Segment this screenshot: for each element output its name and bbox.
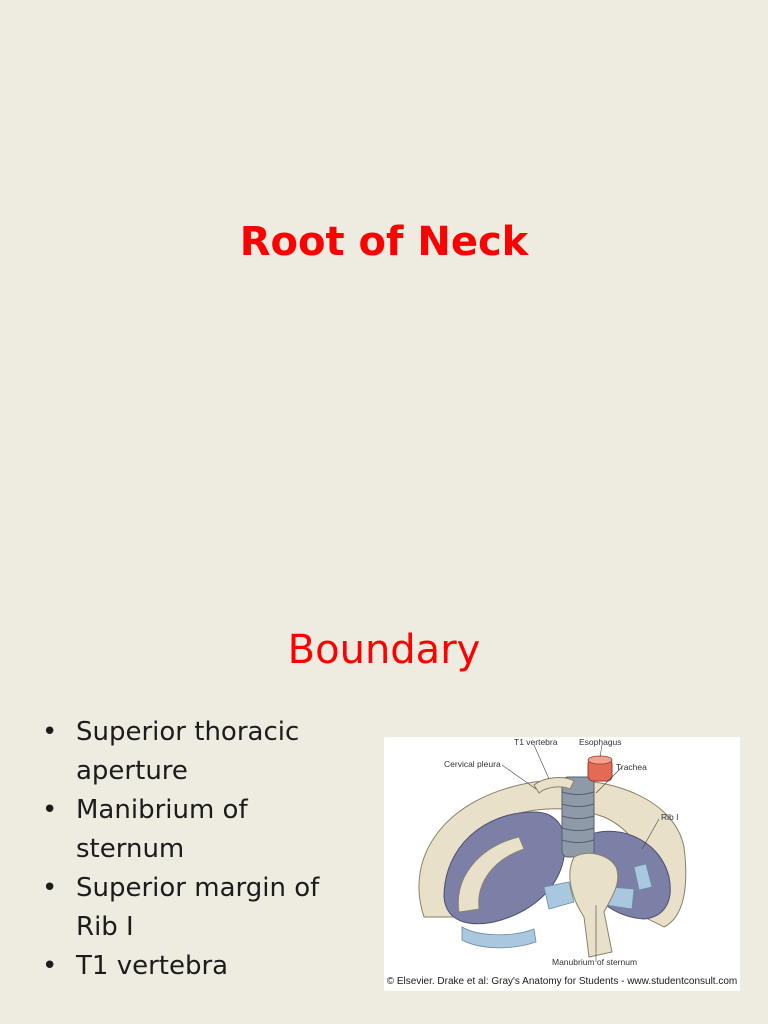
list-item: T1 vertebra xyxy=(42,947,362,986)
boundary-list: Superior thoracic aperture Manibrium of … xyxy=(42,713,362,986)
list-item: Superior margin of Rib I xyxy=(42,869,362,947)
label-esophagus: Esophagus xyxy=(579,737,622,747)
label-t1-vertebra: T1 vertebra xyxy=(514,737,558,747)
section-heading: Boundary xyxy=(287,627,481,673)
thoracic-aperture-illustration xyxy=(418,744,687,962)
label-cervical-pleura: Cervical pleura xyxy=(444,759,501,769)
label-trachea: Trachea xyxy=(616,762,647,772)
label-rib-i: Rib I xyxy=(661,812,679,822)
slide-title: Root of Neck xyxy=(239,219,529,265)
anatomy-figure: T1 vertebra Esophagus Cervical pleura Tr… xyxy=(384,737,740,991)
figure-credit: © Elsevier. Drake et al: Gray's Anatomy … xyxy=(386,976,738,987)
label-manubrium: Manubrium of sternum xyxy=(552,957,638,967)
list-item: Superior thoracic aperture xyxy=(42,713,362,791)
list-item: Manibrium of sternum xyxy=(42,791,362,869)
